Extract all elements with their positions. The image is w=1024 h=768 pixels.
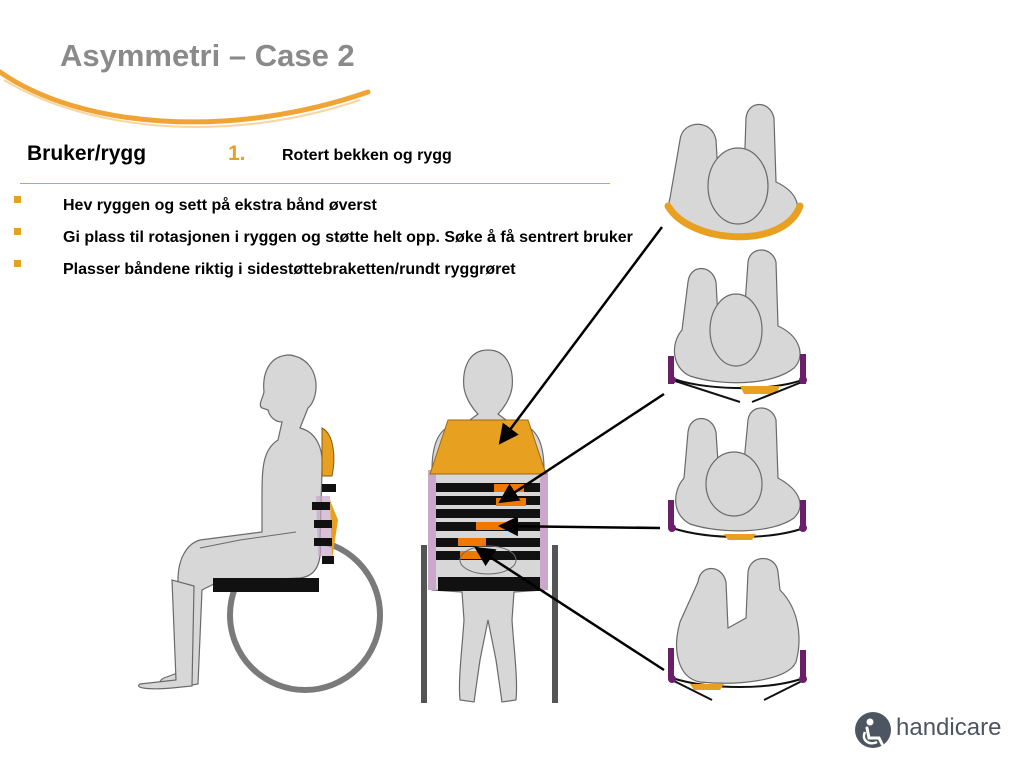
top-view-1 [664,103,804,241]
bullet-item: Plasser båndene riktig i sidestøttebrake… [14,254,654,286]
step-number: 1. [228,142,246,165]
curved-back-support [664,202,804,241]
wheelchair-frame-left [421,545,427,703]
bullet-item: Hev ryggen og sett på ekstra bånd øverst [14,190,654,222]
callout-arrows [474,226,665,672]
top-view-3 [668,407,807,540]
heading-divider [20,183,610,184]
logo-wordmark: handicare [896,714,1002,741]
wheelchair-frame-right [552,545,558,703]
swoosh-decoration [0,69,371,125]
seat-cushion [213,578,319,592]
bullet-text: Gi plass til rotasjonen i ryggen og støt… [63,229,633,246]
section-heading: Bruker/rygg [27,142,147,165]
bullet-text: Hev ryggen og sett på ekstra bånd øverst [63,197,377,214]
bullet-item: Gi plass til rotasjonen i ryggen og støt… [14,222,654,254]
side-view-figure [138,354,383,693]
handicare-logo-icon [855,712,891,748]
top-view-2 [668,249,807,403]
bullet-list: Hev ryggen og sett på ekstra bånd øverst… [14,190,654,286]
swoosh-decoration-light [3,79,361,128]
slide-title: Asymmetri – Case 2 [60,38,355,73]
bullet-square-icon [14,228,21,235]
top-view-4 [668,557,807,701]
bullet-square-icon [14,196,21,203]
step-description: Rotert bekken og rygg [282,147,452,164]
bullet-text: Plasser båndene riktig i sidestøttebrake… [63,261,516,278]
bullet-square-icon [14,260,21,267]
top-support-pad [429,419,547,475]
